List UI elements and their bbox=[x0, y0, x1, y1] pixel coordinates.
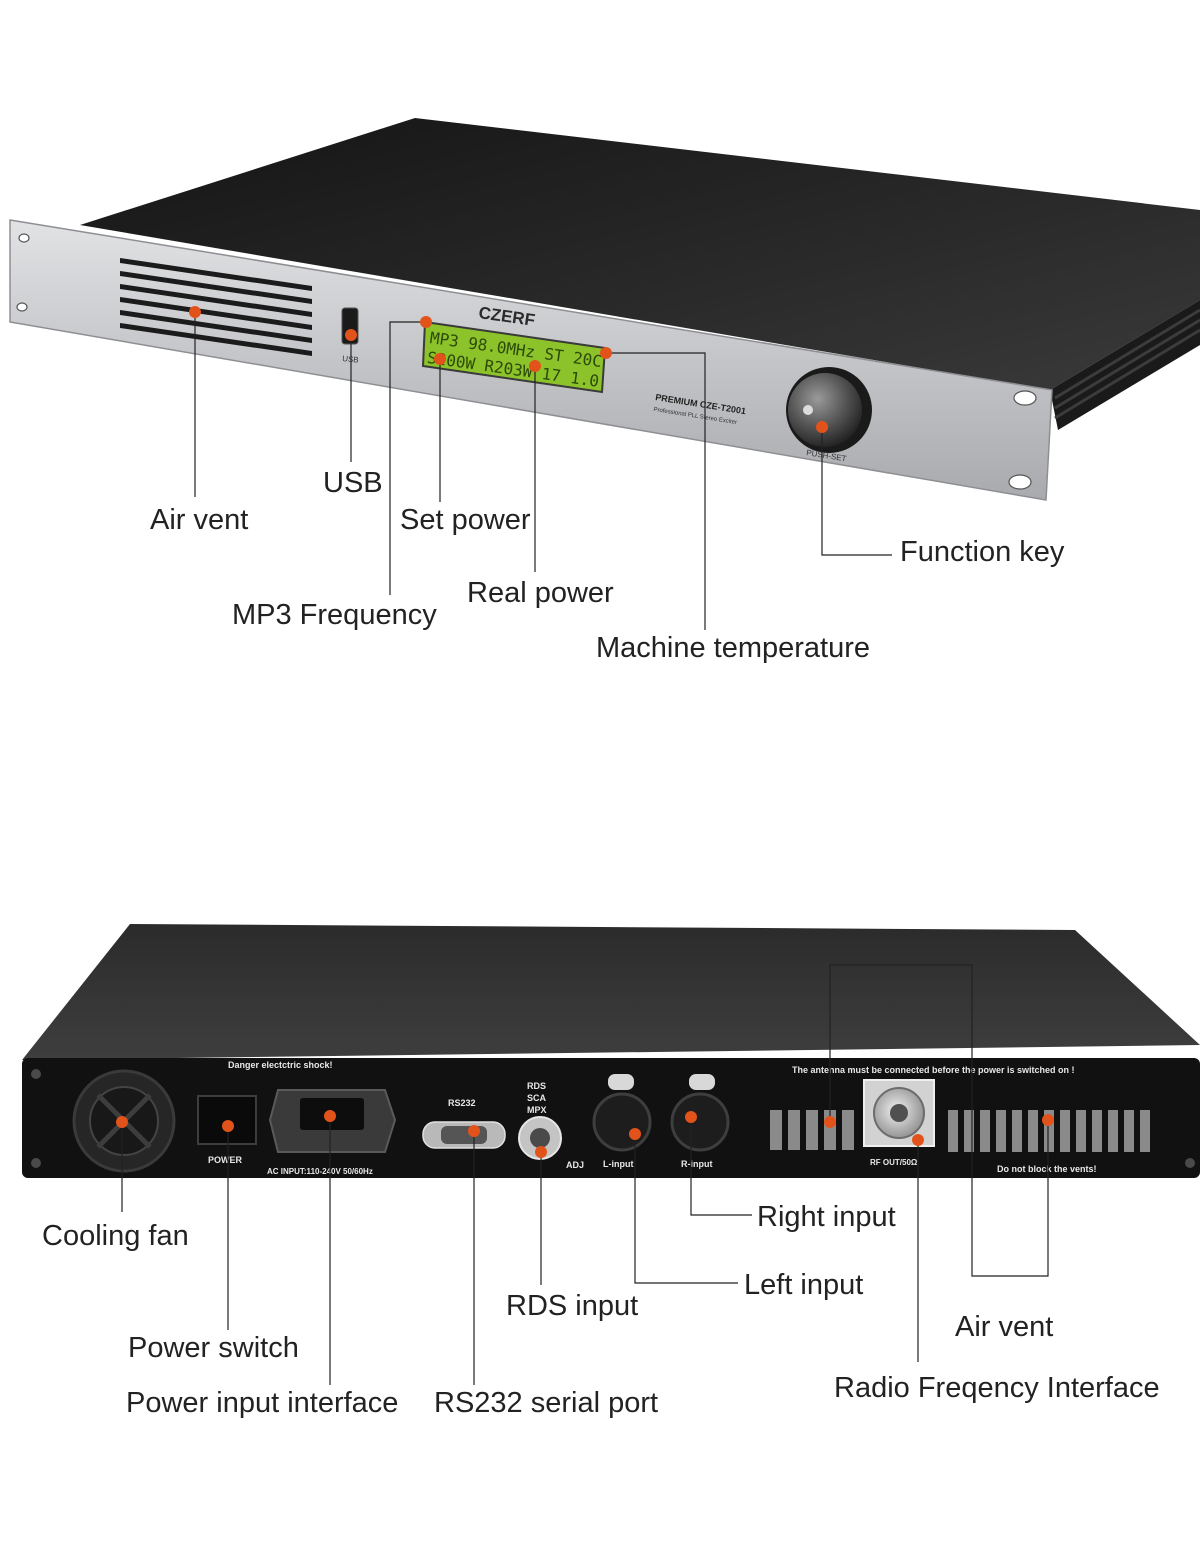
line-function-key bbox=[821, 427, 892, 556]
rear-callout-lines bbox=[121, 964, 1049, 1385]
callout-mp3-frequency: MP3 Frequency bbox=[232, 599, 437, 631]
callout-right-input: Right input bbox=[757, 1201, 896, 1233]
callout-power-switch: Power switch bbox=[128, 1332, 299, 1364]
line-air-vent-rear bbox=[829, 964, 1049, 1277]
marker-air-vent-rear-left bbox=[824, 1116, 836, 1128]
rf-out-label: RF OUT/50Ω bbox=[870, 1158, 918, 1167]
knob-indicator bbox=[803, 405, 813, 415]
callout-rds-input: RDS input bbox=[506, 1290, 639, 1322]
rear-markers bbox=[116, 1110, 1054, 1158]
left-input-xlr[interactable] bbox=[592, 1092, 652, 1152]
callout-air-vent-rear: Air vent bbox=[955, 1311, 1054, 1343]
callout-rs232-serial-port: RS232 serial port bbox=[434, 1387, 659, 1419]
power-switch[interactable] bbox=[197, 1095, 257, 1145]
rf-out-center bbox=[890, 1104, 908, 1122]
line-machine-temperature bbox=[606, 352, 706, 630]
marker-machine-temperature bbox=[600, 347, 612, 359]
line-mp3-frequency bbox=[389, 321, 426, 595]
callout-set-power: Set power bbox=[400, 504, 531, 536]
power-switch-label: POWER bbox=[208, 1155, 243, 1165]
rs232-port-inner bbox=[441, 1126, 487, 1144]
marker-left-input bbox=[629, 1128, 641, 1140]
right-input-label: R-input bbox=[681, 1159, 713, 1169]
callout-air-vent-front: Air vent bbox=[150, 504, 249, 536]
warning-shock: Danger electctric shock! bbox=[228, 1060, 333, 1070]
callout-usb: USB bbox=[323, 467, 383, 499]
rear-top-cover bbox=[22, 924, 1200, 1060]
front-top-cover bbox=[80, 118, 1200, 390]
marker-real-power bbox=[529, 360, 541, 372]
right-input-xlr[interactable] bbox=[670, 1092, 730, 1152]
rear-air-vent-right bbox=[948, 1110, 1150, 1152]
line-left-input bbox=[634, 1134, 738, 1284]
rear-unit: Danger electctric shock! POWER AC INPUT:… bbox=[22, 924, 1200, 1178]
right-input-latch bbox=[689, 1074, 715, 1090]
callout-power-input-interface: Power input interface bbox=[126, 1387, 399, 1419]
marker-usb bbox=[345, 329, 357, 341]
warning-vents: Do not block the vents! bbox=[997, 1164, 1097, 1174]
ac-input-label: AC INPUT:110-240V 50/60Hz bbox=[267, 1167, 373, 1176]
rear-screws bbox=[31, 1069, 1195, 1168]
left-input-latch bbox=[608, 1074, 634, 1090]
rs232-label: RS232 bbox=[448, 1098, 476, 1108]
left-input-label: L-input bbox=[603, 1159, 634, 1169]
line-right-input bbox=[690, 1117, 752, 1216]
marker-power-switch bbox=[222, 1120, 234, 1132]
rds-label-1: RDS bbox=[527, 1081, 546, 1091]
callout-function-key: Function key bbox=[900, 536, 1065, 568]
marker-rf-out bbox=[912, 1134, 924, 1146]
warning-antenna: The antenna must be connected before the… bbox=[792, 1065, 1075, 1075]
front-markers bbox=[189, 306, 828, 433]
front-unit: USB CZERF MP3 98.0MHz ST 20C S200W R203W… bbox=[9, 118, 1200, 501]
callout-left-input: Left input bbox=[744, 1269, 864, 1301]
callout-cooling-fan: Cooling fan bbox=[42, 1220, 189, 1252]
marker-mp3-frequency bbox=[420, 316, 432, 328]
rds-label-3: MPX bbox=[527, 1105, 547, 1115]
marker-rs232 bbox=[468, 1125, 480, 1137]
front-air-vent-slots bbox=[120, 258, 312, 356]
marker-power-input bbox=[324, 1110, 336, 1122]
rds-bnc-center bbox=[530, 1128, 550, 1148]
callout-real-power: Real power bbox=[467, 577, 614, 609]
marker-function-key bbox=[816, 421, 828, 433]
rack-ears bbox=[16, 233, 1037, 490]
adj-label: ADJ bbox=[566, 1160, 584, 1170]
marker-cooling-fan bbox=[116, 1116, 128, 1128]
lcd-display bbox=[421, 320, 607, 394]
rds-label-2: SCA bbox=[527, 1093, 547, 1103]
front-callout-lines bbox=[194, 312, 892, 630]
marker-right-input bbox=[685, 1111, 697, 1123]
marker-air-vent-front bbox=[189, 306, 201, 318]
function-key-knob[interactable] bbox=[788, 373, 862, 447]
marker-air-vent-rear-right bbox=[1042, 1114, 1054, 1126]
marker-rds-input bbox=[535, 1146, 547, 1158]
callout-radio-frequency-interface: Radio Freqency Interface bbox=[834, 1372, 1160, 1404]
callout-machine-temperature: Machine temperature bbox=[596, 632, 871, 664]
heatsink-fins bbox=[1054, 308, 1200, 420]
marker-set-power bbox=[434, 353, 446, 365]
